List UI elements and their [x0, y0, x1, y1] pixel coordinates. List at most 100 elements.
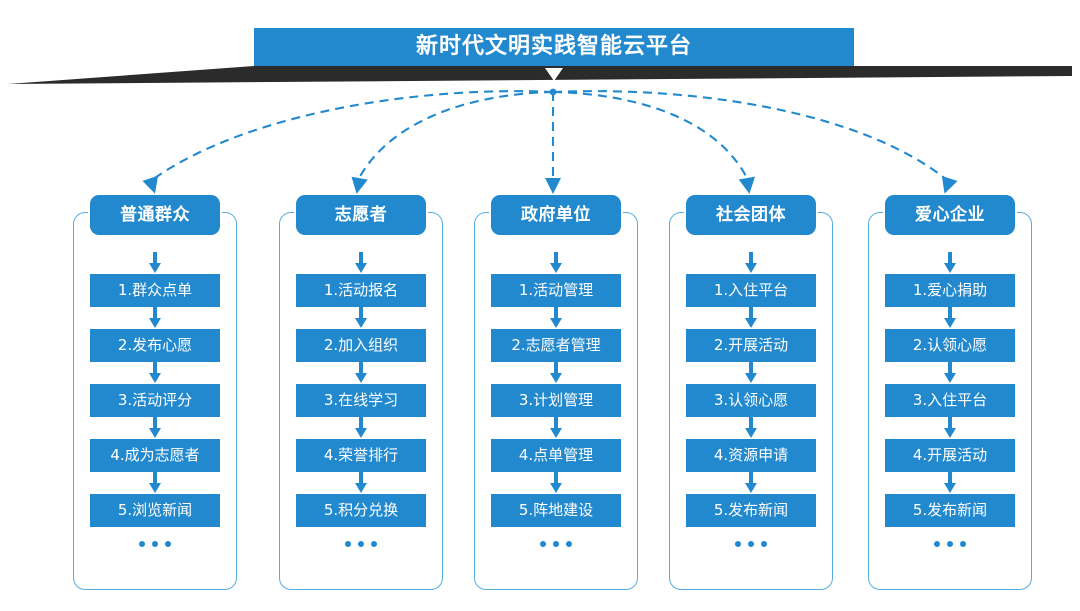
arrow-down-icon [944, 472, 956, 493]
role-column-header-2[interactable]: 政府单位 [491, 195, 621, 235]
step-label: 4.资源申请 [713, 446, 789, 464]
step-label: 5.发布新闻 [713, 501, 789, 519]
arrow-down-icon [149, 362, 161, 383]
chevron-down-icon [545, 68, 563, 81]
arrow-down-icon [944, 307, 956, 328]
step-item[interactable]: 1.活动报名 [296, 274, 426, 307]
role-column-2[interactable]: 政府单位 1.活动管理 2.志愿者管理 3.计划管理 4.点单管理 5.阵地建设 [474, 195, 638, 590]
step-item[interactable]: 5.发布新闻 [885, 494, 1015, 527]
step-label: 4.成为志愿者 [110, 446, 200, 464]
role-column-1[interactable]: 志愿者 1.活动报名 2.加入组织 3.在线学习 4.荣誉排行 5.积分兑换 [279, 195, 443, 590]
page-title: 新时代文明实践智能云平台 [415, 34, 692, 59]
step-label: 1.活动报名 [323, 281, 399, 299]
arrow-down-icon [149, 307, 161, 328]
role-column-0[interactable]: 普通群众 1.群众点单 2.发布心愿 3.活动评分 4.成为志愿者 5.浏览新闻 [73, 195, 237, 590]
step-item[interactable]: 3.入住平台 [885, 384, 1015, 417]
role-column-3[interactable]: 社会团体 1.入住平台 2.开展活动 3.认领心愿 4.资源申请 5.发布新闻 [669, 195, 833, 590]
step-label: 3.计划管理 [518, 391, 594, 409]
role-column-header-label: 爱心企业 [915, 204, 985, 225]
role-column-header-label: 普通群众 [120, 204, 190, 225]
role-column-steps-0: 1.群众点单 2.发布心愿 3.活动评分 4.成为志愿者 5.浏览新闻 [90, 252, 220, 561]
step-label: 1.爱心捐助 [912, 281, 988, 299]
more-indicator [90, 527, 220, 561]
step-label: 5.积分兑换 [323, 501, 399, 519]
step-item[interactable]: 4.点单管理 [491, 439, 621, 472]
role-column-header-3[interactable]: 社会团体 [686, 195, 816, 235]
role-column-header-0[interactable]: 普通群众 [90, 195, 220, 235]
step-label: 4.点单管理 [518, 446, 594, 464]
step-label: 4.荣誉排行 [323, 446, 399, 464]
step-label: 5.浏览新闻 [117, 501, 193, 519]
step-item[interactable]: 2.加入组织 [296, 329, 426, 362]
arrow-down-icon [550, 417, 562, 438]
arrow-down-icon [745, 472, 757, 493]
step-item[interactable]: 3.计划管理 [491, 384, 621, 417]
role-column-steps-3: 1.入住平台 2.开展活动 3.认领心愿 4.资源申请 5.发布新闻 [686, 252, 816, 561]
step-label: 2.发布心愿 [117, 336, 193, 354]
arrow-down-icon [355, 417, 367, 438]
banner-shadow [8, 66, 1072, 84]
step-label: 1.活动管理 [518, 281, 594, 299]
step-label: 4.开展活动 [912, 446, 988, 464]
step-item[interactable]: 1.群众点单 [90, 274, 220, 307]
arrow-down-icon [745, 362, 757, 383]
more-indicator [491, 527, 621, 561]
arrow-down-icon [149, 472, 161, 493]
arrow-down-icon [355, 472, 367, 493]
step-item[interactable]: 4.开展活动 [885, 439, 1015, 472]
role-column-4[interactable]: 爱心企业 1.爱心捐助 2.认领心愿 3.入住平台 4.开展活动 5.发布新闻 [868, 195, 1032, 590]
role-column-header-label: 社会团体 [716, 204, 786, 225]
role-column-steps-1: 1.活动报名 2.加入组织 3.在线学习 4.荣誉排行 5.积分兑换 [296, 252, 426, 561]
step-item[interactable]: 2.开展活动 [686, 329, 816, 362]
role-column-header-4[interactable]: 爱心企业 [885, 195, 1015, 235]
step-label: 3.认领心愿 [713, 391, 789, 409]
step-label: 5.阵地建设 [518, 501, 594, 519]
step-item[interactable]: 1.入住平台 [686, 274, 816, 307]
step-item[interactable]: 3.在线学习 [296, 384, 426, 417]
step-item[interactable]: 5.发布新闻 [686, 494, 816, 527]
step-item[interactable]: 1.爱心捐助 [885, 274, 1015, 307]
role-column-steps-4: 1.爱心捐助 2.认领心愿 3.入住平台 4.开展活动 5.发布新闻 [885, 252, 1015, 561]
arrow-down-icon [355, 252, 367, 273]
step-item[interactable]: 1.活动管理 [491, 274, 621, 307]
step-label: 2.认领心愿 [912, 336, 988, 354]
arrow-down-icon [944, 362, 956, 383]
step-item[interactable]: 4.成为志愿者 [90, 439, 220, 472]
arrow-down-icon [149, 417, 161, 438]
step-item[interactable]: 3.认领心愿 [686, 384, 816, 417]
step-label: 2.开展活动 [713, 336, 789, 354]
more-indicator [686, 527, 816, 561]
arrow-down-icon [944, 417, 956, 438]
role-column-header-label: 志愿者 [334, 204, 388, 225]
step-item[interactable]: 5.阵地建设 [491, 494, 621, 527]
step-item[interactable]: 2.志愿者管理 [491, 329, 621, 362]
more-indicator [885, 527, 1015, 561]
arrow-down-icon [355, 362, 367, 383]
arrow-down-icon [944, 252, 956, 273]
step-item[interactable]: 3.活动评分 [90, 384, 220, 417]
step-label: 3.活动评分 [117, 391, 193, 409]
more-indicator [296, 527, 426, 561]
arrow-down-icon [745, 307, 757, 328]
step-label: 1.群众点单 [117, 281, 193, 299]
step-item[interactable]: 5.积分兑换 [296, 494, 426, 527]
arrow-down-icon [550, 472, 562, 493]
step-item[interactable]: 2.发布心愿 [90, 329, 220, 362]
role-column-header-label: 政府单位 [521, 204, 591, 225]
step-label: 3.在线学习 [323, 391, 399, 409]
step-item[interactable]: 2.认领心愿 [885, 329, 1015, 362]
step-item[interactable]: 4.荣誉排行 [296, 439, 426, 472]
platform-banner-box: 新时代文明实践智能云平台 [254, 28, 854, 66]
step-label: 2.志愿者管理 [511, 336, 601, 354]
arrow-down-icon [550, 362, 562, 383]
step-label: 2.加入组织 [323, 336, 399, 354]
step-item[interactable]: 4.资源申请 [686, 439, 816, 472]
role-column-header-1[interactable]: 志愿者 [296, 195, 426, 235]
step-label: 1.入住平台 [713, 281, 789, 299]
arrow-down-icon [745, 252, 757, 273]
step-item[interactable]: 5.浏览新闻 [90, 494, 220, 527]
arrow-down-icon [745, 417, 757, 438]
arrow-down-icon [149, 252, 161, 273]
step-label: 3.入住平台 [912, 391, 988, 409]
